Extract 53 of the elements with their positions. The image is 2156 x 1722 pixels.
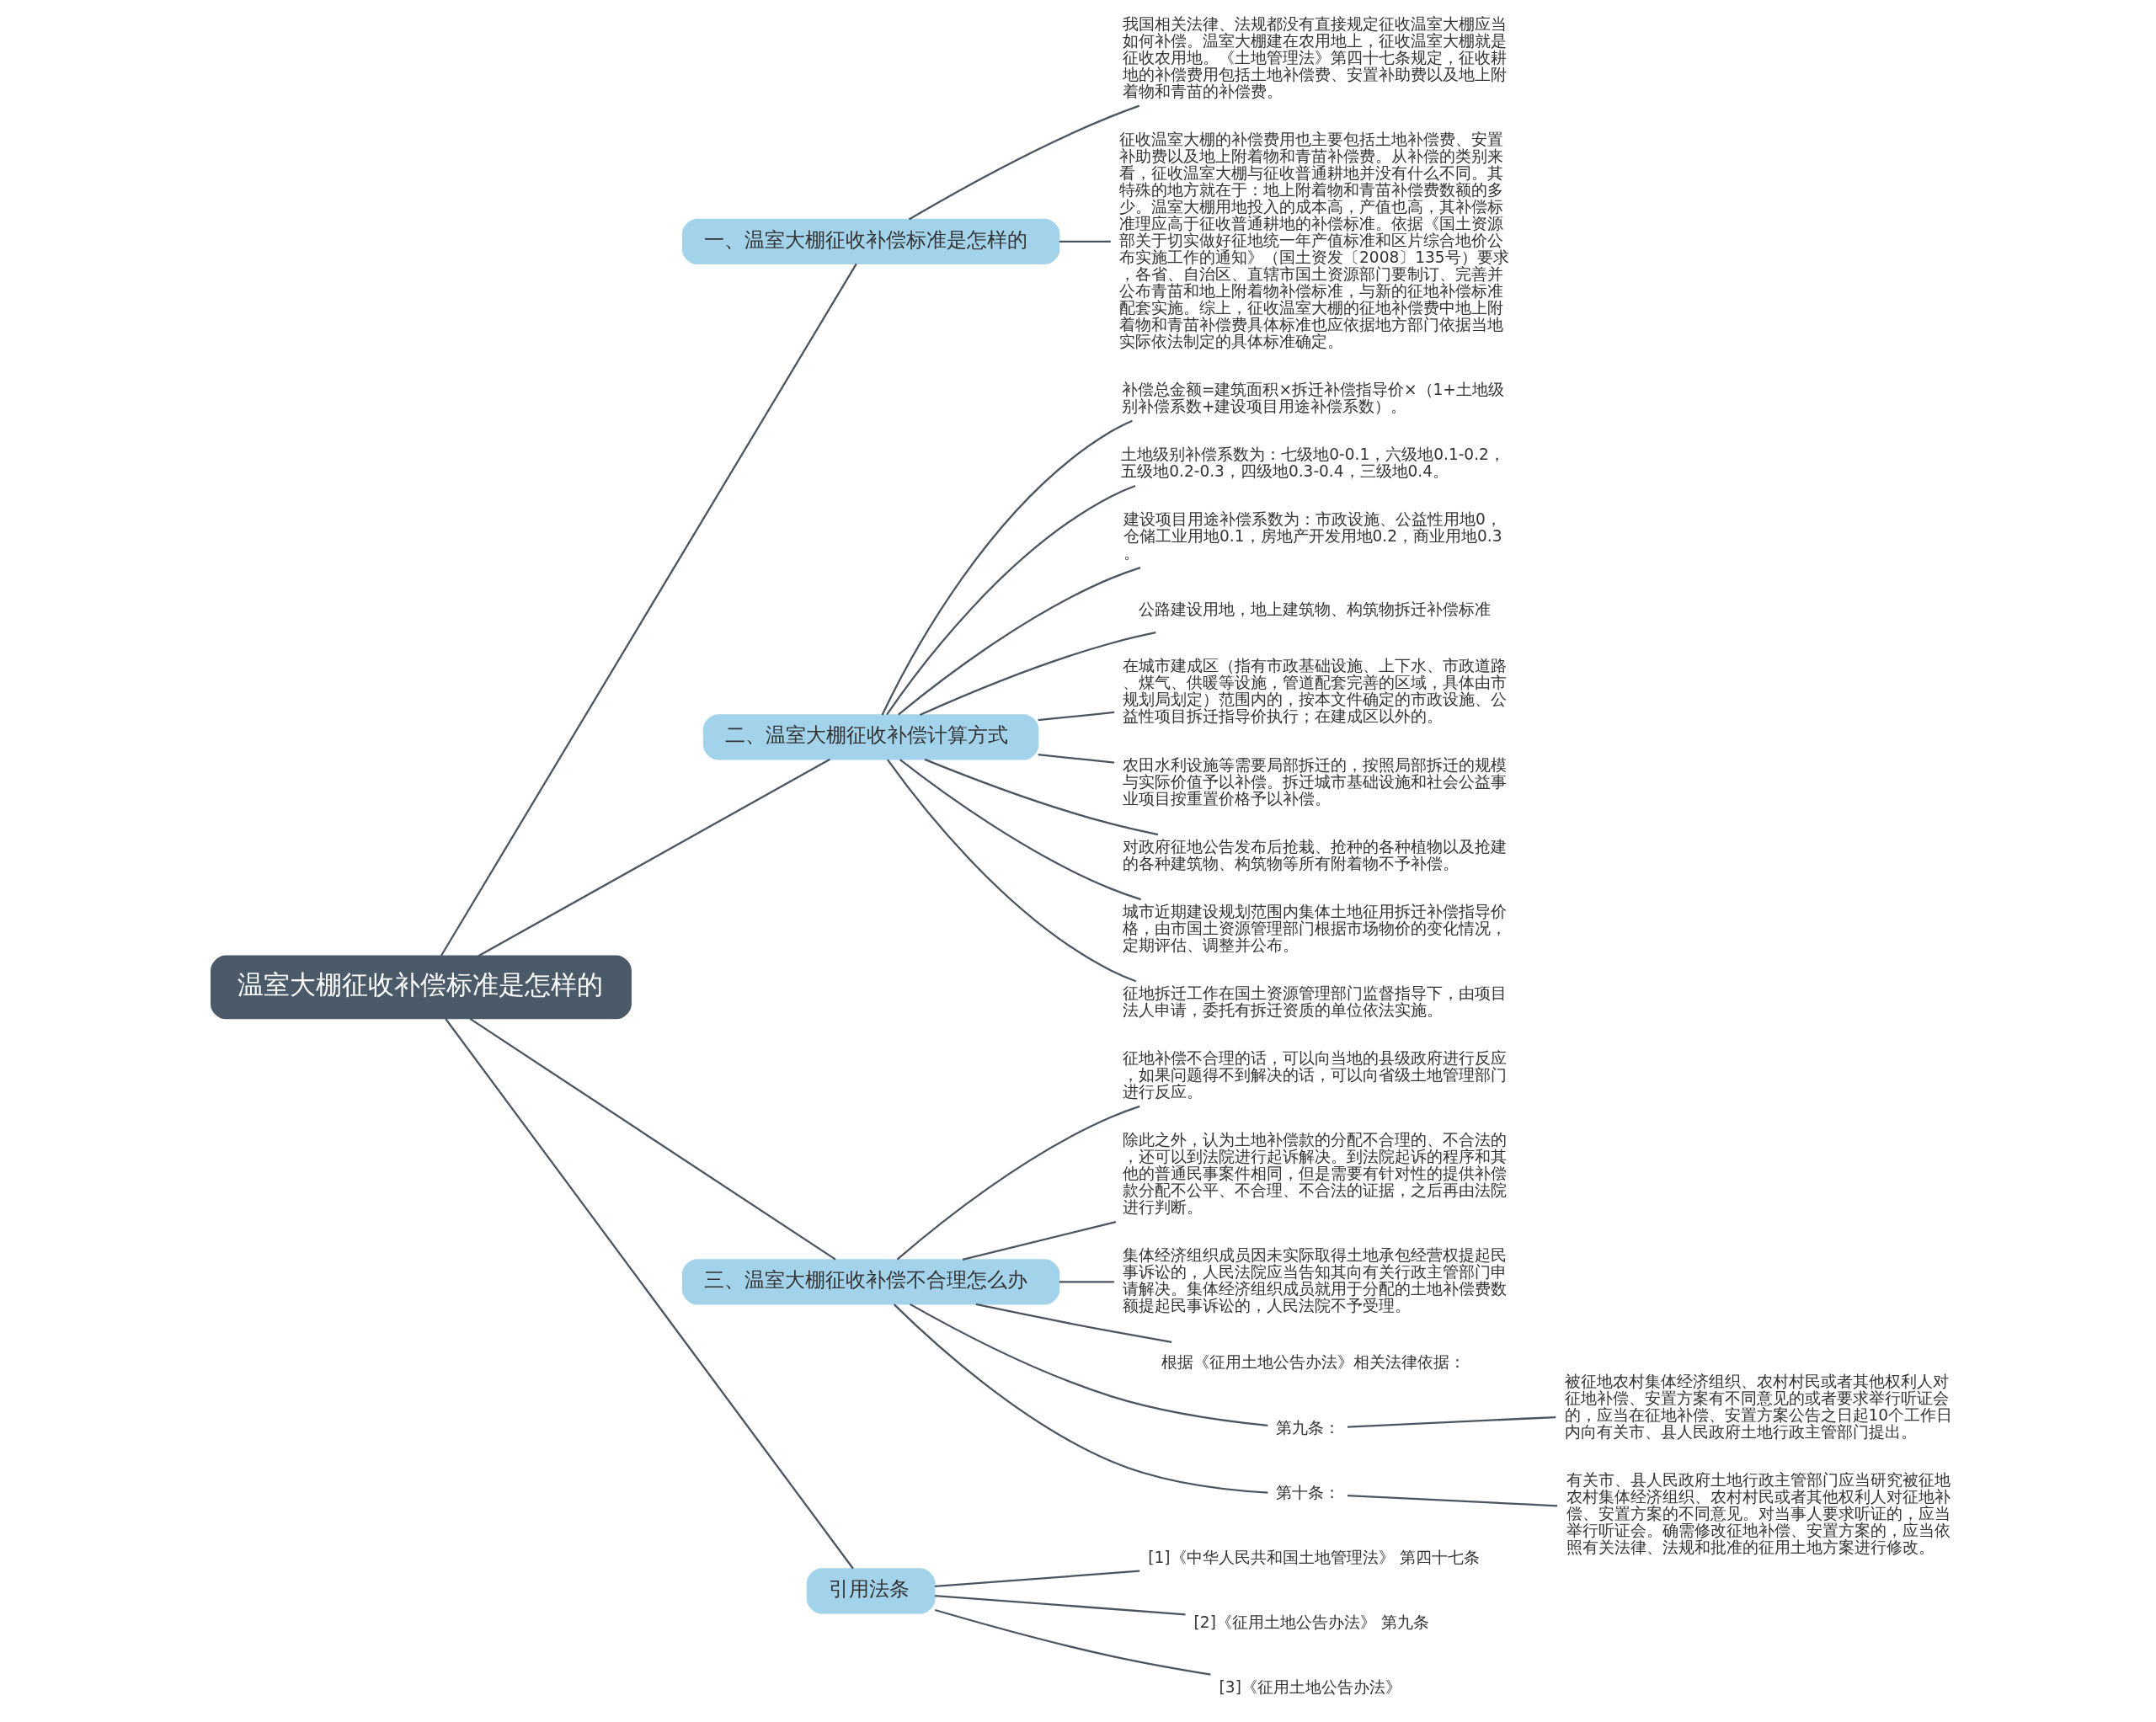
node-text: 农田水利设施等需要局部拆迁的，按照局部拆迁的规模与实际价值予以补偿。拆迁城市基础设施和社会公益事业项目按重置价格予以补偿。 — [1122, 755, 1507, 808]
connector — [1059, 1281, 1114, 1283]
node-text: 有关市、县人民政府土地行政主管部门应当研究被征地农村集体经济组织、农村村民或者其他权利人对征地补偿、安置方案的不同意见。对当事人要求听证的，应当举行听证会。确需修改征地补偿、安置方案的，应当依照有关法律、法规和批准的征用土地方案进行修改。 — [1566, 1471, 1951, 1557]
connector — [886, 759, 1136, 983]
connector — [975, 1303, 1171, 1343]
connector — [897, 566, 1140, 716]
connector — [440, 263, 857, 957]
node-text: 建设项目用途补偿系数为：市政设施、公益性用地0，仓储工业用地0.1，房地产开发用地0.2，商业用地0.3。 — [1123, 510, 1502, 562]
node-text: 除此之外，认为土地补偿款的分配不合理的、不合法的，还可以到法院进行起诉解决。到法院起诉的程序和其他的普通民事案件相同，但是需要有针对性的提供补偿款分配不公平、不合理、不合法的证据，之后再由法院进行判断。 — [1122, 1131, 1507, 1217]
connector — [1347, 1415, 1556, 1428]
connector — [908, 104, 1139, 221]
node-text: [2]《征用土地公告办法》 第九条 — [1193, 1613, 1429, 1631]
node-text: 第十条： — [1275, 1483, 1340, 1501]
connector — [1038, 754, 1114, 764]
connector — [444, 1018, 854, 1570]
node-text: 征地补偿不合理的话，可以向当地的县级政府进行反应，如果问题得不到解决的话，可以向省级土地管理部门进行反应。 — [1122, 1049, 1507, 1101]
node-text: 我国相关法律、法规都没有直接规定征收温室大棚应当如何补偿。温室大棚建在农用地上，征收温室大棚就是征收农用地。《土地管理法》第四十七条规定，征收耕地的补偿费用包括土地补偿费、安置补助费以及地上附着物和青苗的补偿费。 — [1122, 14, 1507, 100]
node-text: 集体经济组织成员因未实际取得土地承包经营权提起民事诉讼的，人民法院应当告知其向有关行政主管部门申请解决。集体经济组织成员就用于分配的土地补偿费数额提起民事诉讼的，人民法院不予受理。 — [1122, 1246, 1507, 1315]
connector — [1038, 711, 1114, 722]
connector — [1347, 1494, 1557, 1507]
connector — [962, 1220, 1116, 1261]
node-text: 根据《征用土地公告办法》相关法律依据： — [1161, 1353, 1465, 1372]
node-text: 补偿总金额=建筑面积×拆迁补偿指导价×（1+土地级别补偿系数+建设项目用途补偿系数）。 — [1121, 380, 1504, 415]
connector — [919, 632, 1156, 716]
node-box: 二、温室大棚征收补偿计算方式 — [702, 714, 1038, 760]
connector — [893, 1303, 1267, 1494]
node-box: 引用法条 — [806, 1568, 936, 1614]
node-text: 征收温室大棚的补偿费用也主要包括土地补偿费、安置补助费以及地上附着物和青苗补偿费。从补偿的类别来看，征收温室大棚与征收普通耕地并没有什么不同。其特殊的地方就在于：地上附着物和青苗补偿费数额的多少。温室大棚用地投入的成本高，产值也高，其补偿标准理应高于征收普通耕地的补偿标准。依据《国土资源部关于切实做好征地统一年产值标准和区片综合地价公布实施工作的通知》（国土资发〔2008〕135号）要求，各省、自治区、直辖市国土资源部门要制订、完善并公布青苗和地上附着物补偿标准，与新的征地补偿标准配套实施。综上，征收温室大棚的征地补偿费中地上附着物和青苗补偿费具体标准也应依据地方部门依据当地实际依法制定的具体标准确定。 — [1118, 130, 1509, 350]
node-box: 三、温室大棚征收补偿不合理怎么办 — [681, 1259, 1059, 1305]
connector — [934, 1570, 1139, 1588]
connector — [881, 419, 1133, 716]
connector — [478, 758, 830, 957]
node-box: 温室大棚征收补偿标准是怎样的 — [210, 955, 632, 1020]
node-text: 对政府征地公告发布后抢栽、抢种的各种植物以及抢建的各种建筑物、构筑物等所有附着物不予补偿。 — [1122, 837, 1507, 872]
connector — [924, 758, 1158, 836]
connector — [934, 1594, 1186, 1616]
node-text: 第九条： — [1275, 1418, 1340, 1437]
node-text: 被征地农村集体经济组织、农村村民或者其他权利人对征地补偿、安置方案有不同意见的或者要求举行听证会的，应当在征地补偿、安置方案公告之日起10个工作日内向有关市、县人民政府土地行政主管部门提出。 — [1564, 1373, 1952, 1442]
node-box: 一、温室大棚征收补偿标准是怎样的 — [681, 218, 1059, 265]
node-text: 公路建设用地，地上建筑物、构筑物拆迁补偿标准 — [1138, 600, 1491, 619]
connector — [469, 1017, 836, 1261]
connector — [885, 484, 1135, 716]
node-text: [1]《中华人民共和国土地管理法》 第四十七条 — [1147, 1548, 1480, 1566]
node-text: 征地拆迁工作在国土资源管理部门监督指导下，由项目法人申请，委托有拆迁资质的单位依法实施。 — [1122, 984, 1507, 1019]
connector — [934, 1608, 1211, 1676]
node-text: 在城市建成区（指有市政基础设施、上下水、市政道路、煤气、供暖等设施，管道配套完善的区域，具体由市规划局划定）范围内的，按本文件确定的市政设施、公益性项目拆迁指导价执行；在建成区以外的。 — [1122, 657, 1507, 726]
connector — [899, 759, 1141, 901]
connector — [896, 1105, 1140, 1261]
connector — [909, 1303, 1267, 1426]
node-text: [3]《征用土地公告办法》 — [1219, 1678, 1401, 1697]
node-text: 城市近期建设规划范围内集体土地征用拆迁补偿指导价格，由市国土资源管理部门根据市场物价的变化情况，定期评估、调整并公布。 — [1122, 902, 1507, 954]
node-text: 土地级别补偿系数为：七级地0-0.1，六级地0.1-0.2，五级地0.2-0.3，四级地0.3-0.4，三级地0.4。 — [1120, 445, 1505, 481]
connector — [1059, 240, 1111, 243]
